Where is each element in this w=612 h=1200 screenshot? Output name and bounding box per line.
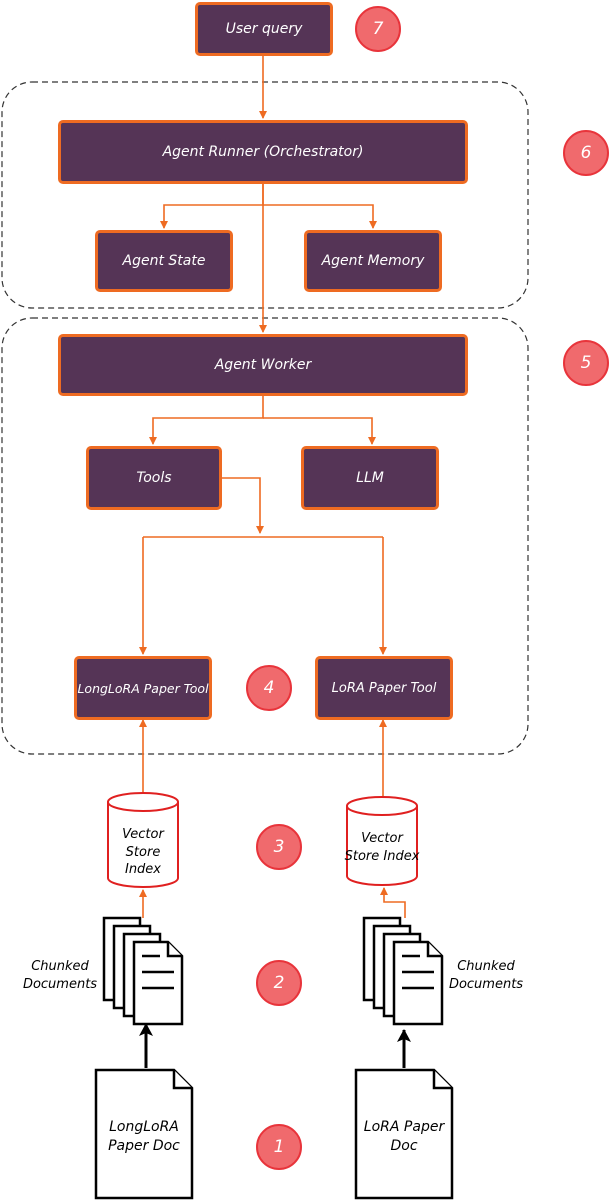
arrow-runner-to-memory — [263, 204, 377, 229]
vector-store-left-icon — [107, 792, 179, 888]
step-badge-6: 6 — [563, 130, 609, 176]
step-badge-4: 4 — [246, 665, 292, 711]
arrow-tools-to-junction — [220, 477, 264, 534]
arrow-right-chunks-to-store — [380, 887, 406, 918]
longlora-paper-tool-node: LongLoRA Paper Tool — [74, 656, 212, 720]
step-badge-5: 5 — [563, 340, 609, 386]
user-query-node: User query — [195, 2, 333, 56]
agent-runner-node: Agent Runner (Orchestrator) — [58, 120, 468, 184]
lora-paper-tool-node: LoRA Paper Tool — [315, 656, 453, 720]
tools-node: Tools — [86, 446, 222, 510]
step-badge-3: 3 — [256, 824, 302, 870]
arrow-worker-to-llm — [263, 417, 376, 445]
agent-memory-node: Agent Memory — [304, 230, 442, 292]
orchestrator-group — [1, 81, 529, 309]
chunked-docs-left-icon — [102, 916, 184, 1026]
step-badge-1: 1 — [256, 1124, 302, 1170]
llm-node: LLM — [301, 446, 439, 510]
agent-worker-node: Agent Worker — [58, 334, 468, 396]
agent-state-node: Agent State — [95, 230, 233, 292]
arrow-worker-to-tools — [149, 396, 264, 445]
chunked-docs-right-icon — [362, 916, 444, 1026]
vector-store-right-icon — [346, 796, 418, 886]
step-badge-7: 7 — [355, 6, 401, 52]
lora-paper-doc-icon — [354, 1068, 454, 1200]
longlora-paper-doc-icon — [94, 1068, 194, 1200]
step-badge-2: 2 — [256, 960, 302, 1006]
worker-group — [1, 317, 529, 755]
arrow-runner-to-state — [160, 182, 264, 229]
